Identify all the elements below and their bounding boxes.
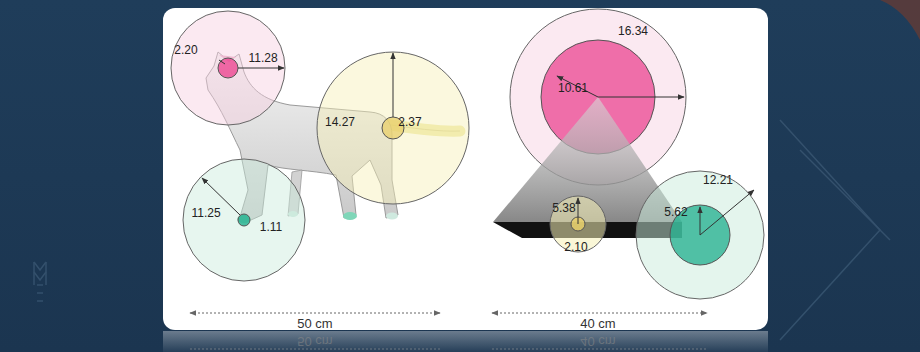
radius-label: 11.28: [248, 52, 277, 64]
scale-label-reflection: 40 cm: [580, 335, 615, 348]
radius-label: 2.37: [398, 116, 421, 128]
green-inner-circle: [238, 214, 250, 226]
pink-inner-circle: [218, 58, 238, 78]
scale-bar-reflection: [190, 349, 707, 350]
yellow-outer-circle: [317, 52, 469, 204]
green-outer-circle: [636, 171, 764, 299]
radius-label: 1.11: [260, 221, 282, 233]
radius-label: 14.27: [325, 116, 355, 128]
radius-label: 2.10: [564, 241, 587, 253]
scale-bar: [190, 313, 707, 314]
panel: [163, 8, 768, 330]
scale-label: 50 cm: [297, 317, 332, 330]
radius-label: 12.21: [703, 174, 733, 186]
radius-label: 5.38: [552, 202, 575, 214]
radius-label: 16.34: [618, 25, 648, 37]
scale-label: 40 cm: [580, 317, 615, 330]
radius-label: 2.20: [174, 44, 197, 56]
radius-label: 5.62: [664, 206, 687, 218]
radius-arrows: [557, 76, 754, 235]
radius-arrows: [202, 53, 393, 215]
pink-outer-circle: [171, 11, 285, 125]
scale-label-reflection: 50 cm: [297, 335, 332, 348]
yellow-outer-circle: [550, 196, 606, 252]
radius-label: 10.61: [558, 82, 588, 94]
green-outer-circle: [183, 159, 305, 281]
panel-reflection: [163, 331, 768, 352]
radius-label: 11.25: [191, 207, 220, 219]
